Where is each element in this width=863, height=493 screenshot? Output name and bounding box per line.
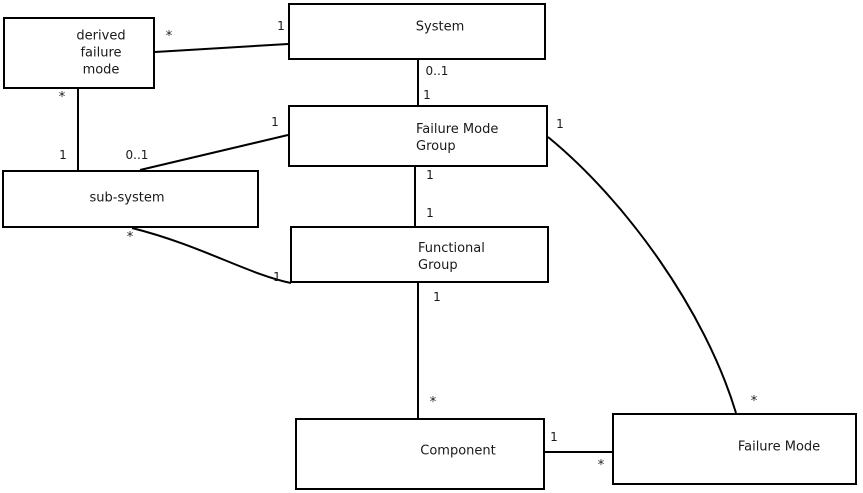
multiplicity-label-m-fmg-fg-src: 1 [426,168,434,182]
association-edge-sub-system--functional-group [131,227,292,284]
class-name-failure-mode-group: Failure Mode Group [416,122,499,154]
multiplicity-label-m-dfm-system-src: * [165,29,173,44]
multiplicity-label-m-system-fmg-dst: 1 [423,88,431,102]
multiplicity-label-m-dfm-system-dst: 1 [277,19,285,33]
class-name-system: System [415,19,465,35]
multiplicity-label-m-fg-component-dst: * [429,395,437,410]
class-name-component: Component [420,443,496,459]
class-name-failure-mode: Failure Mode [737,439,821,455]
class-name-sub-system: sub-system [89,190,165,206]
multiplicity-label-m-fmg-fg-dst: 1 [426,206,434,220]
class-box-system[interactable] [288,3,546,60]
association-edge-derived-failure-mode--system [154,43,289,53]
association-edge-failure-mode-group--failure-mode [547,136,737,414]
multiplicity-label-m-fmg-fm-dst: * [750,394,758,409]
multiplicity-label-m-dfm-subsystem-src: * [58,90,66,105]
association-edge-sub-system--failure-mode-group [139,134,289,171]
multiplicity-label-m-dfm-subsystem-dst: 1 [59,148,67,162]
class-name-derived-failure-mode: derived failure mode [76,28,126,78]
multiplicity-label-m-subsystem-fg-dst: 1 [273,270,281,284]
multiplicity-label-m-subsystem-fmg-src: 0..1 [125,148,149,162]
multiplicity-label-m-subsystem-fmg-dst: 1 [271,115,279,129]
multiplicity-label-m-fmg-fm-src: 1 [556,117,564,131]
class-box-component[interactable] [295,418,545,490]
class-box-derived-failure-mode[interactable] [3,17,155,89]
multiplicity-label-m-system-fmg-src: 0..1 [425,64,449,78]
class-box-functional-group[interactable] [290,226,549,283]
multiplicity-label-m-component-fm-src: 1 [550,430,558,444]
multiplicity-label-m-subsystem-fg-src: * [126,230,134,245]
class-box-failure-mode-group[interactable] [288,105,548,167]
class-name-functional-group: Functional Group [418,241,485,273]
multiplicity-label-m-component-fm-dst: * [597,458,605,473]
class-box-failure-mode[interactable] [612,413,857,485]
multiplicity-label-m-fg-component-src: 1 [433,290,441,304]
class-box-sub-system[interactable] [2,170,259,228]
